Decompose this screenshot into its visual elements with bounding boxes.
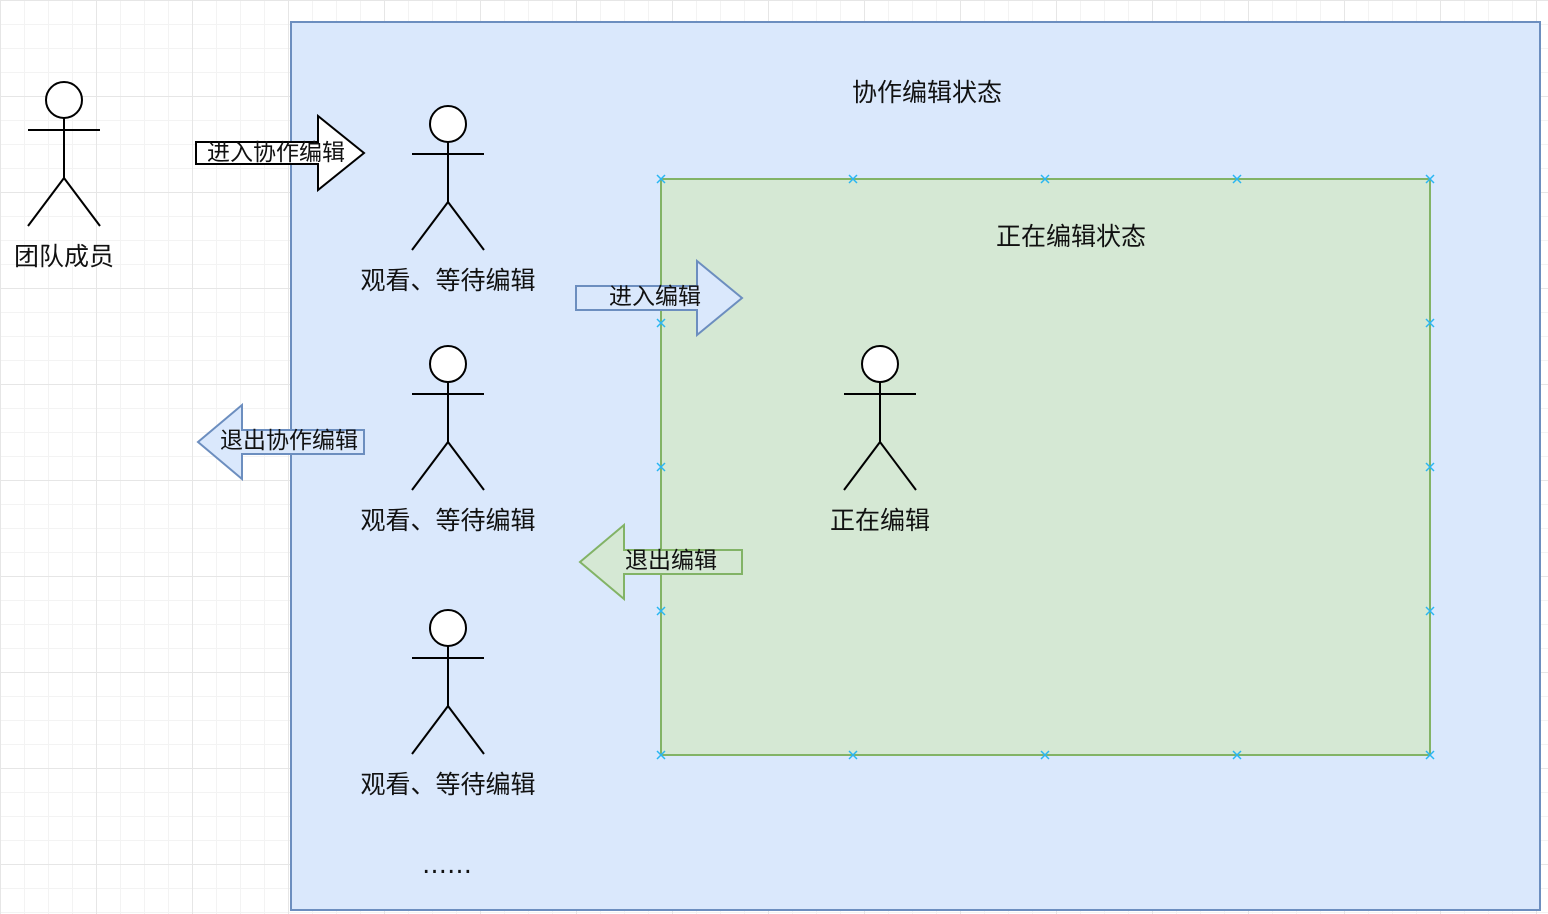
exit-edit-arrow[interactable] — [578, 522, 743, 602]
enter-edit-arrow[interactable] — [575, 258, 744, 338]
watcher-label-1: 观看、等待编辑 — [360, 266, 536, 295]
resize-handle[interactable] — [1232, 750, 1242, 760]
watcher-actor-1[interactable] — [411, 105, 485, 251]
resize-handle[interactable] — [656, 606, 666, 616]
resize-handle[interactable] — [1040, 750, 1050, 760]
team-member-actor[interactable] — [27, 81, 101, 227]
resize-handle[interactable] — [1425, 318, 1435, 328]
watcher-actor-3[interactable] — [411, 609, 485, 755]
editing-state-container[interactable] — [660, 178, 1431, 756]
exit-edit-label: 退出编辑 — [625, 548, 717, 574]
resize-handle[interactable] — [1232, 174, 1242, 184]
enter-collab-label: 进入协作编辑 — [207, 140, 345, 166]
watcher-label-2: 观看、等待编辑 — [360, 506, 536, 535]
more-watchers-ellipsis: …… — [422, 850, 472, 879]
resize-handle[interactable] — [656, 750, 666, 760]
resize-handle[interactable] — [656, 462, 666, 472]
resize-handle[interactable] — [656, 318, 666, 328]
resize-handle[interactable] — [1425, 174, 1435, 184]
enter-edit-label: 进入编辑 — [609, 284, 701, 310]
collab-state-title: 协作编辑状态 — [851, 78, 1003, 107]
resize-handle[interactable] — [1040, 174, 1050, 184]
editor-label: 正在编辑 — [829, 506, 931, 535]
resize-handle[interactable] — [848, 750, 858, 760]
resize-handle[interactable] — [1425, 750, 1435, 760]
editing-state-title: 正在编辑状态 — [995, 222, 1147, 251]
watcher-actor-2[interactable] — [411, 345, 485, 491]
resize-handle[interactable] — [1425, 606, 1435, 616]
team-member-label: 团队成员 — [13, 242, 115, 271]
exit-collab-arrow[interactable] — [196, 402, 365, 482]
enter-collab-arrow[interactable] — [195, 113, 366, 193]
exit-collab-label: 退出协作编辑 — [220, 428, 358, 454]
resize-handle[interactable] — [1425, 462, 1435, 472]
editor-actor[interactable] — [843, 345, 917, 491]
watcher-label-3: 观看、等待编辑 — [360, 770, 536, 799]
resize-handle[interactable] — [848, 174, 858, 184]
selection-handles[interactable] — [656, 174, 1435, 760]
resize-handle[interactable] — [656, 174, 666, 184]
